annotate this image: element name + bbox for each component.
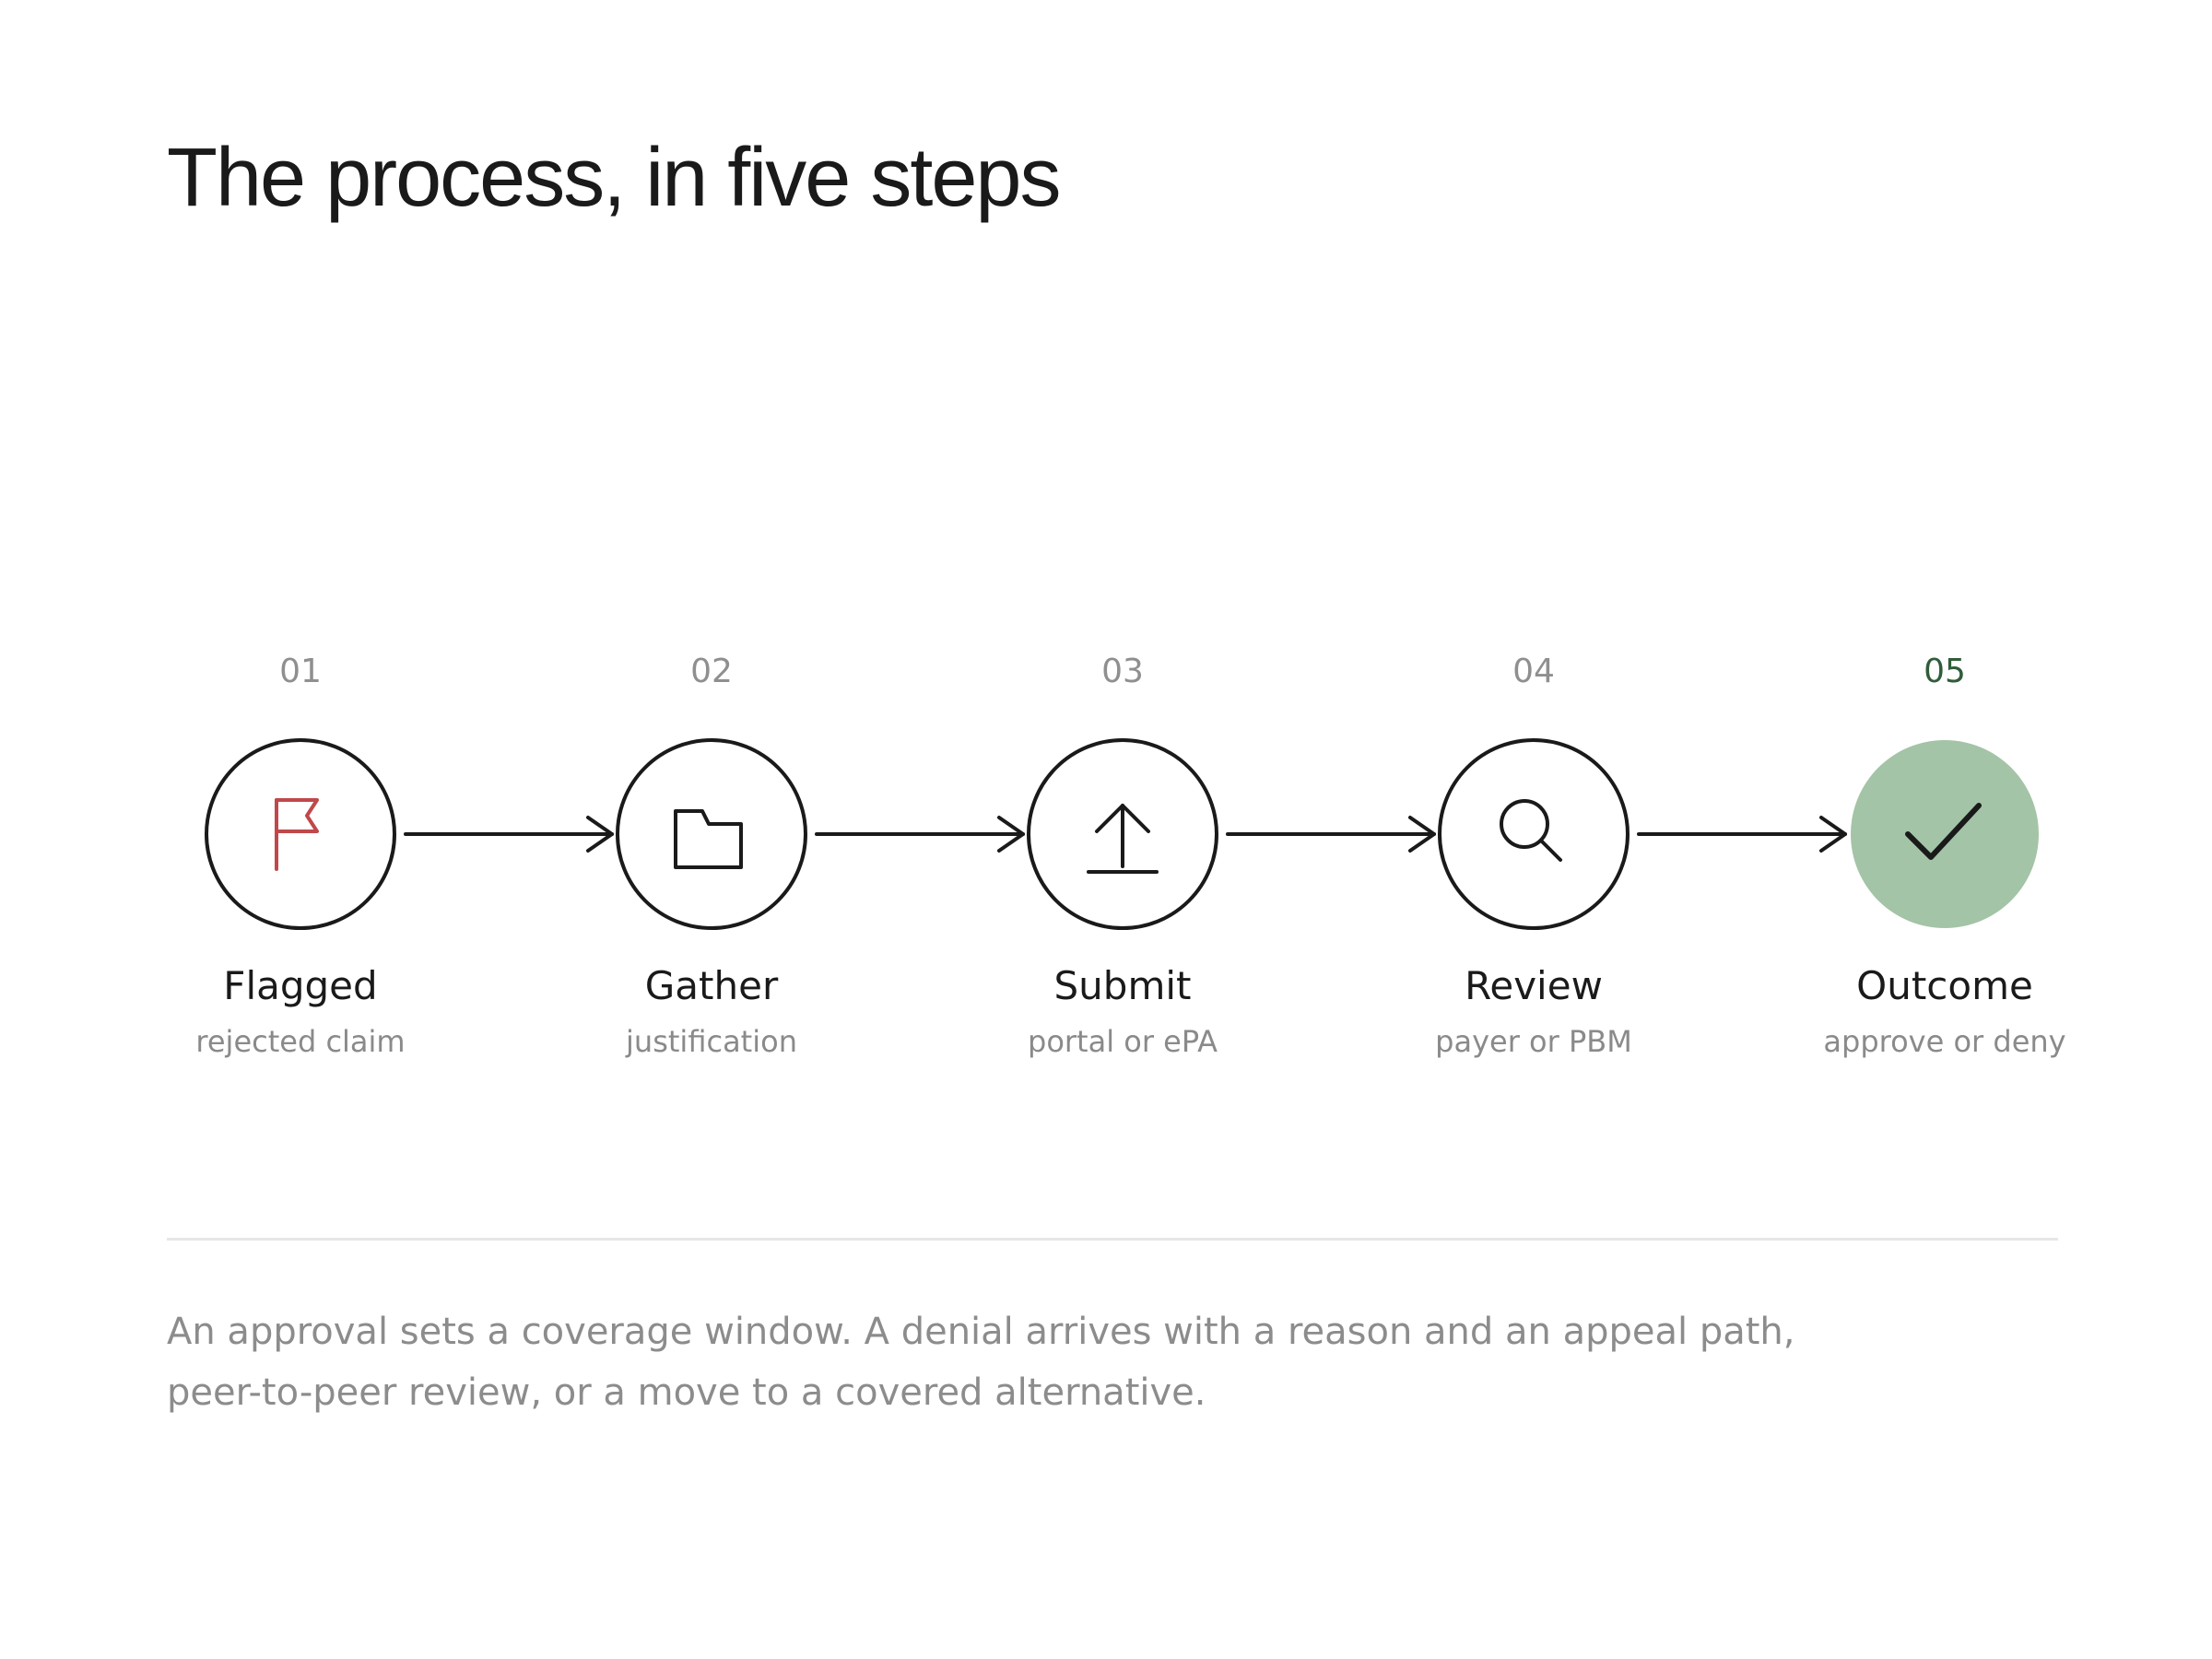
- step-subtitle: justification: [626, 1024, 797, 1059]
- flag-icon: [275, 798, 319, 871]
- search-icon: [1500, 799, 1562, 862]
- step-title: Gather: [644, 963, 779, 1008]
- page-title: The process, in five steps: [167, 132, 1061, 224]
- step-number: 03: [1101, 653, 1144, 690]
- folder-icon: [674, 809, 743, 869]
- step-title: Flagged: [223, 963, 378, 1008]
- step-title: Review: [1465, 963, 1603, 1008]
- step-node-gather: [616, 738, 807, 930]
- step-title: Outcome: [1856, 963, 2033, 1008]
- summary-line: peer-to-peer review, or a move to a cove…: [167, 1371, 1206, 1414]
- connector-arrow: [404, 816, 614, 853]
- step-subtitle: portal or ePA: [1028, 1024, 1218, 1059]
- step-number: 05: [1924, 653, 1966, 690]
- step-node-outcome: [1851, 740, 2039, 928]
- connector-arrow: [815, 816, 1025, 853]
- step-node-flagged: [205, 738, 396, 930]
- checkmark-icon: [1905, 803, 1982, 860]
- step-subtitle: rejected claim: [195, 1024, 406, 1059]
- step-title: Submit: [1053, 963, 1192, 1008]
- step-number: 01: [279, 653, 322, 690]
- step-number: 02: [690, 653, 733, 690]
- step-node-review: [1438, 738, 1630, 930]
- summary-line: An approval sets a coverage window. A de…: [167, 1311, 1795, 1353]
- step-number: 04: [1512, 653, 1555, 690]
- step-subtitle: payer or PBM: [1435, 1024, 1632, 1059]
- summary-text: An approval sets a coverage window. A de…: [167, 1301, 1973, 1423]
- connector-arrow: [1637, 816, 1847, 853]
- step-subtitle: approve or deny: [1823, 1024, 2066, 1059]
- upload-icon: [1087, 804, 1159, 874]
- divider: [167, 1238, 2058, 1241]
- connector-arrow: [1226, 816, 1436, 853]
